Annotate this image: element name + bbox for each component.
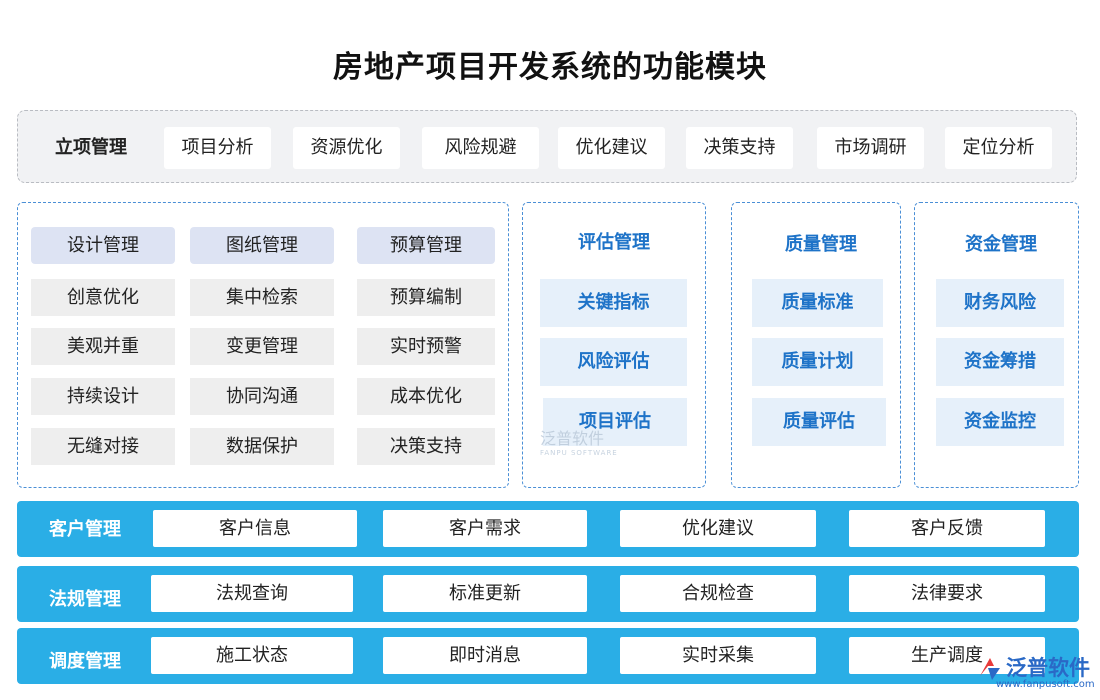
customer-item: 客户反馈 (849, 510, 1045, 547)
diagram-title: 房地产项目开发系统的功能模块 (333, 50, 767, 85)
evaluation-item: 关键指标 (540, 279, 687, 327)
funds-title: 资金管理 (965, 234, 1037, 255)
regulation-management-label: 法规管理 (49, 589, 121, 610)
customer-management-label: 客户管理 (49, 519, 121, 540)
scheduling-item: 生产调度 (849, 637, 1045, 674)
funds-item: 资金监控 (936, 398, 1064, 446)
funds-item: 资金筹措 (936, 338, 1064, 386)
funds-item: 财务风险 (936, 279, 1064, 327)
regulation-item: 法规查询 (151, 575, 353, 612)
design-header: 设计管理 (31, 227, 175, 264)
top-item: 决策支持 (686, 127, 793, 169)
project-approval-row: 立项管理 项目分析 资源优化 风险规避 优化建议 决策支持 市场调研 定位分析 (17, 110, 1077, 183)
scheduling-item: 即时消息 (383, 637, 587, 674)
funds-module-box: 资金管理 财务风险 资金筹措 资金监控 (914, 202, 1079, 488)
top-item: 风险规避 (422, 127, 539, 169)
design-item: 创意优化 (31, 279, 175, 316)
evaluation-item: 项目评估 (543, 398, 687, 446)
quality-item: 质量评估 (752, 398, 886, 446)
drawing-header: 图纸管理 (190, 227, 334, 264)
top-item: 市场调研 (817, 127, 924, 169)
customer-item: 优化建议 (620, 510, 816, 547)
fanpu-logo: 泛普软件 www.fanpusoft.com (976, 652, 1095, 696)
regulation-management-bar: 法规管理 法规查询 标准更新 合规检查 法律要求 (17, 566, 1079, 622)
drawing-item: 数据保护 (190, 428, 334, 465)
top-item: 优化建议 (558, 127, 665, 169)
quality-item: 质量标准 (752, 279, 883, 327)
evaluation-title: 评估管理 (578, 232, 650, 253)
watermark-text: 泛普软件 (540, 429, 605, 448)
budget-item: 预算编制 (357, 279, 495, 316)
budget-item: 决策支持 (357, 428, 495, 465)
top-item: 项目分析 (164, 127, 271, 169)
top-item: 定位分析 (945, 127, 1052, 169)
design-item: 持续设计 (31, 378, 175, 415)
customer-item: 客户需求 (383, 510, 587, 547)
quality-title: 质量管理 (785, 234, 857, 255)
evaluation-module-box: 评估管理 关键指标 风险评估 项目评估 (522, 202, 706, 488)
logo-icon (980, 658, 1000, 680)
scheduling-item: 实时采集 (620, 637, 816, 674)
scheduling-management-label: 调度管理 (49, 651, 121, 672)
customer-management-bar: 客户管理 客户信息 客户需求 优化建议 客户反馈 (17, 501, 1079, 557)
scheduling-item: 施工状态 (151, 637, 353, 674)
evaluation-item: 风险评估 (540, 338, 687, 386)
budget-item: 成本优化 (357, 378, 495, 415)
project-approval-label: 立项管理 (55, 137, 127, 158)
watermark: 泛普软件 FANPU SOFTWARE (540, 425, 618, 457)
customer-item: 客户信息 (153, 510, 357, 547)
watermark-sub: FANPU SOFTWARE (540, 449, 618, 457)
top-item: 资源优化 (293, 127, 400, 169)
budget-item: 实时预警 (357, 328, 495, 365)
regulation-item: 标准更新 (383, 575, 587, 612)
design-item: 无缝对接 (31, 428, 175, 465)
logo-url: www.fanpusoft.com (996, 679, 1095, 690)
scheduling-management-bar: 调度管理 施工状态 即时消息 实时采集 生产调度 (17, 628, 1079, 684)
design-item: 美观并重 (31, 328, 175, 365)
regulation-item: 法律要求 (849, 575, 1045, 612)
regulation-item: 合规检查 (620, 575, 816, 612)
quality-module-box: 质量管理 质量标准 质量计划 质量评估 (731, 202, 901, 488)
drawing-item: 集中检索 (190, 279, 334, 316)
logo-text: 泛普软件 (1006, 656, 1090, 680)
quality-item: 质量计划 (752, 338, 883, 386)
design-module-box: 设计管理 图纸管理 预算管理 创意优化 美观并重 持续设计 无缝对接 集中检索 … (17, 202, 509, 488)
drawing-item: 变更管理 (190, 328, 334, 365)
drawing-item: 协同沟通 (190, 378, 334, 415)
budget-header: 预算管理 (357, 227, 495, 264)
